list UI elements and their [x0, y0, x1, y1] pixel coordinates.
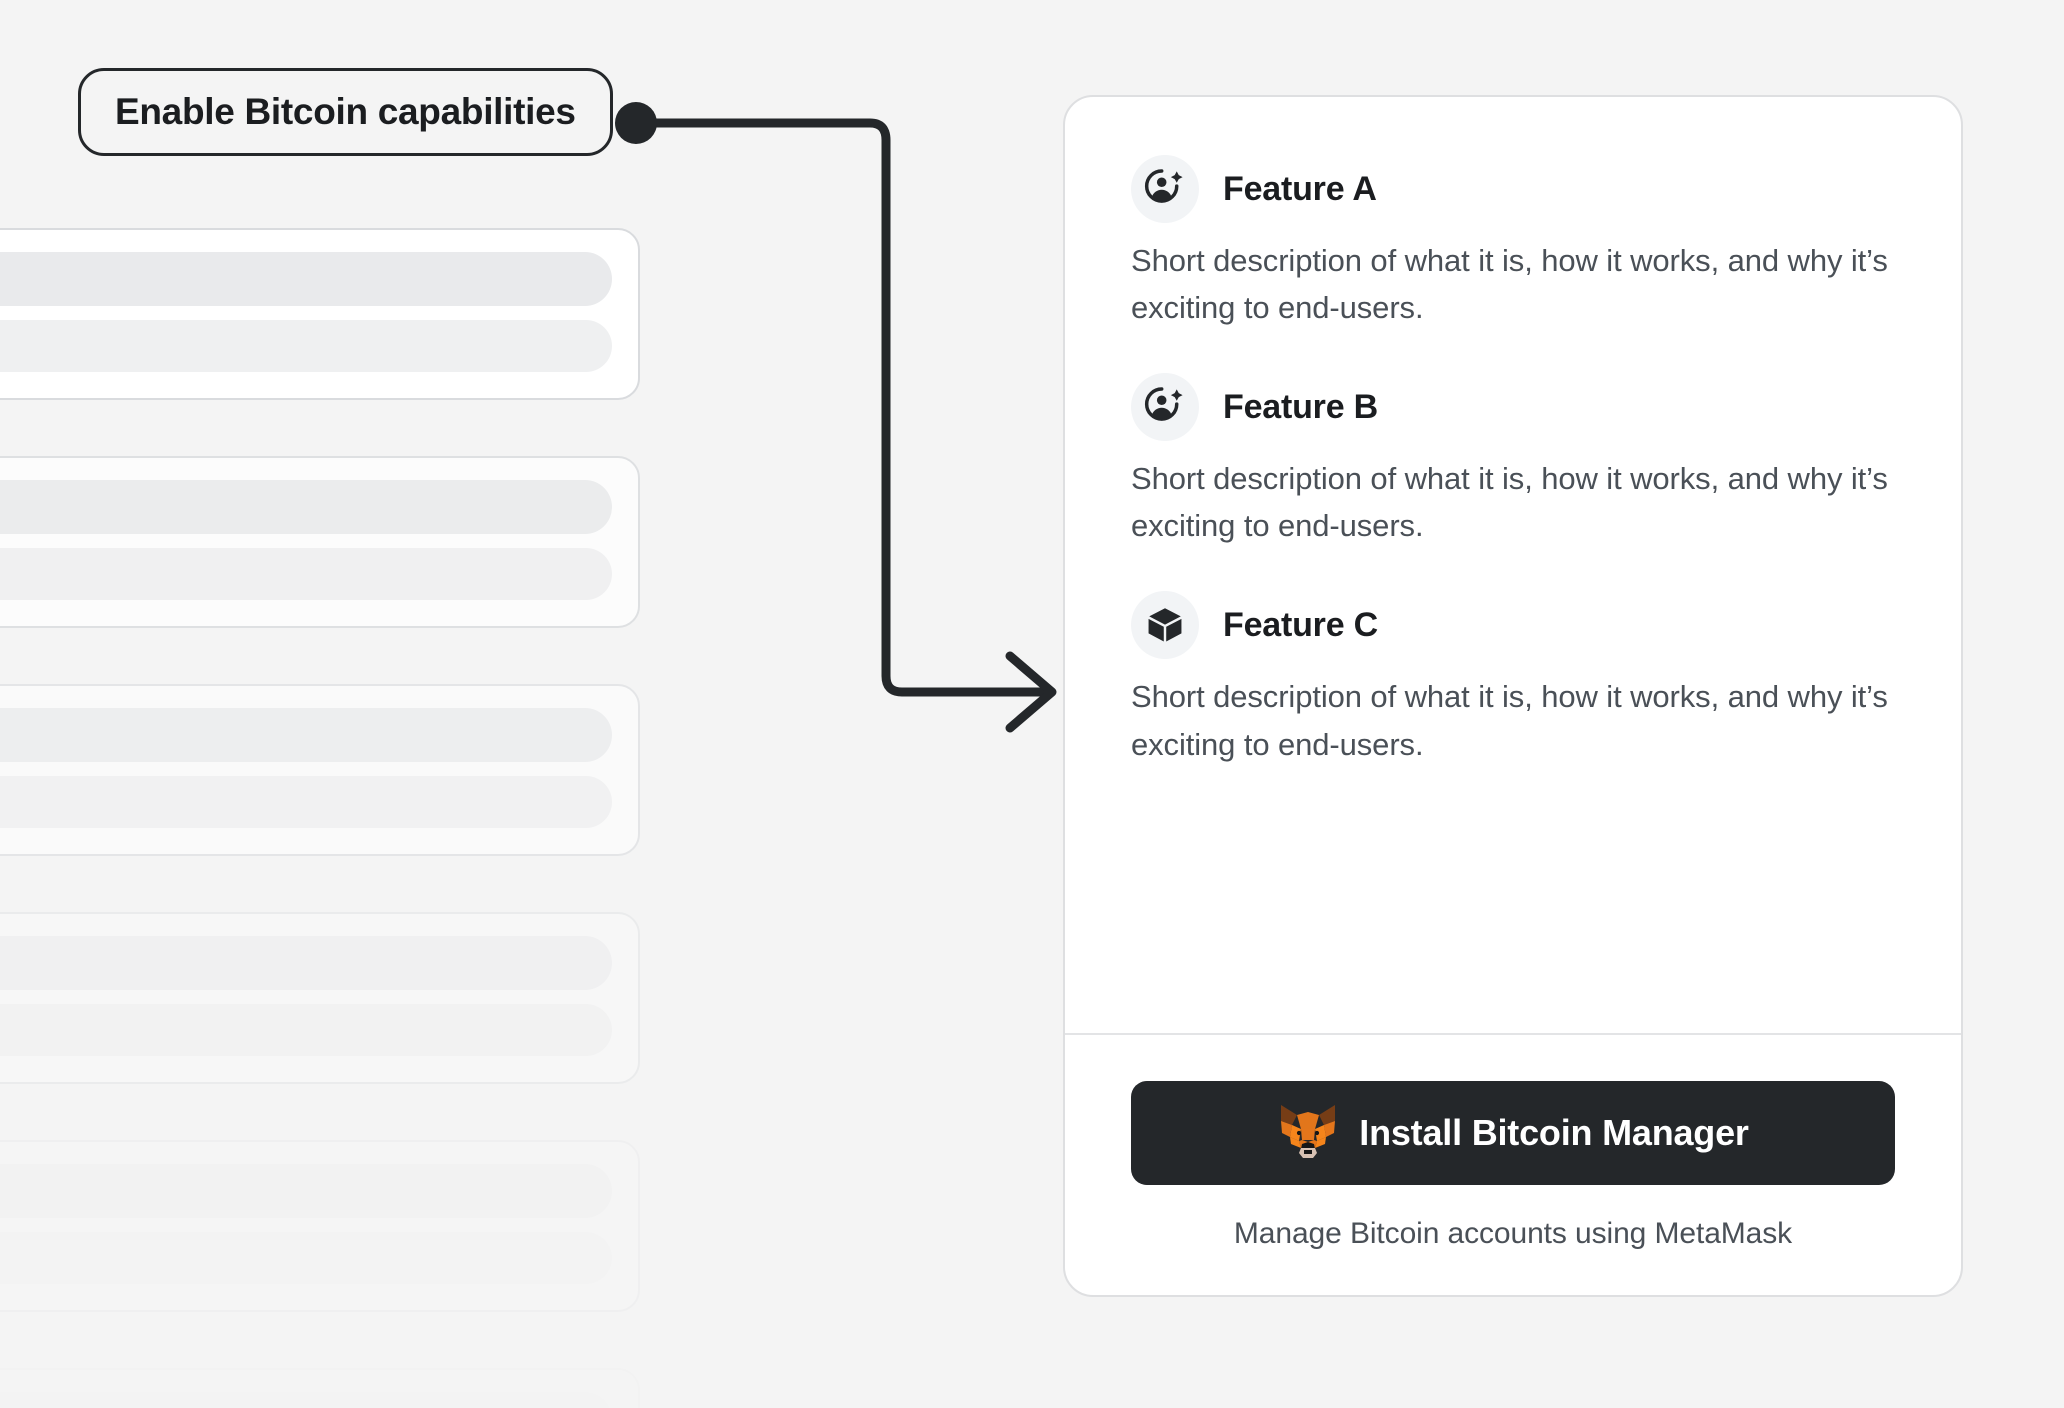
card-footer: Install Bitcoin Manager Manage Bitcoin a…	[1065, 1035, 1961, 1295]
install-caption: Manage Bitcoin accounts using MetaMask	[1233, 1217, 1793, 1250]
add-account-icon	[1131, 373, 1199, 442]
install-bitcoin-manager-button[interactable]: Install Bitcoin Manager	[1131, 1081, 1895, 1185]
feature-title: Feature B	[1223, 387, 1379, 426]
feature-heading: Feature B	[1131, 373, 1895, 442]
skeleton-bar	[0, 1004, 612, 1056]
skeleton-card	[0, 456, 640, 628]
skeleton-card	[0, 684, 640, 856]
feature-heading: Feature C	[1131, 591, 1895, 660]
skeleton-bar	[0, 548, 612, 600]
cube-icon	[1131, 591, 1199, 660]
feature-card: Feature A Short description of what it i…	[1063, 95, 1963, 1297]
feature-title: Feature C	[1223, 605, 1379, 644]
skeleton-bar	[0, 320, 612, 372]
skeleton-bar	[0, 776, 612, 828]
feature-description: Short description of what it is, how it …	[1131, 461, 1888, 544]
skeleton-bar	[0, 252, 612, 306]
add-account-icon	[1131, 155, 1199, 223]
install-button-label: Install Bitcoin Manager	[1359, 1112, 1749, 1153]
feature-description: Short description of what it is, how it …	[1131, 679, 1888, 762]
connector-path	[631, 118, 1055, 697]
skeleton-bar	[0, 1232, 612, 1284]
skeleton-bar	[0, 936, 612, 990]
card-divider	[1065, 1033, 1961, 1035]
feature-heading: Feature A	[1131, 155, 1895, 223]
feature-item: Feature C Short description of what it i…	[1131, 591, 1895, 767]
skeleton-card	[0, 228, 640, 400]
callout-label: Enable Bitcoin capabilities	[78, 68, 613, 156]
metamask-fox-icon	[1277, 1103, 1339, 1164]
skeleton-bar	[0, 708, 612, 762]
connector-arrow	[1005, 651, 1057, 733]
feature-list: Feature A Short description of what it i…	[1065, 97, 1961, 987]
skeleton-bar	[0, 480, 612, 534]
feature-item: Feature B Short description of what it i…	[1131, 373, 1895, 549]
feature-title: Feature A	[1223, 169, 1377, 208]
skeleton-placeholder-list	[0, 228, 640, 1408]
skeleton-card	[0, 1140, 640, 1312]
skeleton-card	[0, 1368, 640, 1408]
skeleton-bar	[0, 1392, 612, 1408]
skeleton-card	[0, 912, 640, 1084]
feature-item: Feature A Short description of what it i…	[1131, 155, 1895, 331]
callout-label-text: Enable Bitcoin capabilities	[115, 91, 576, 132]
feature-description: Short description of what it is, how it …	[1131, 243, 1888, 326]
skeleton-bar	[0, 1164, 612, 1218]
connector-dot	[615, 102, 657, 144]
